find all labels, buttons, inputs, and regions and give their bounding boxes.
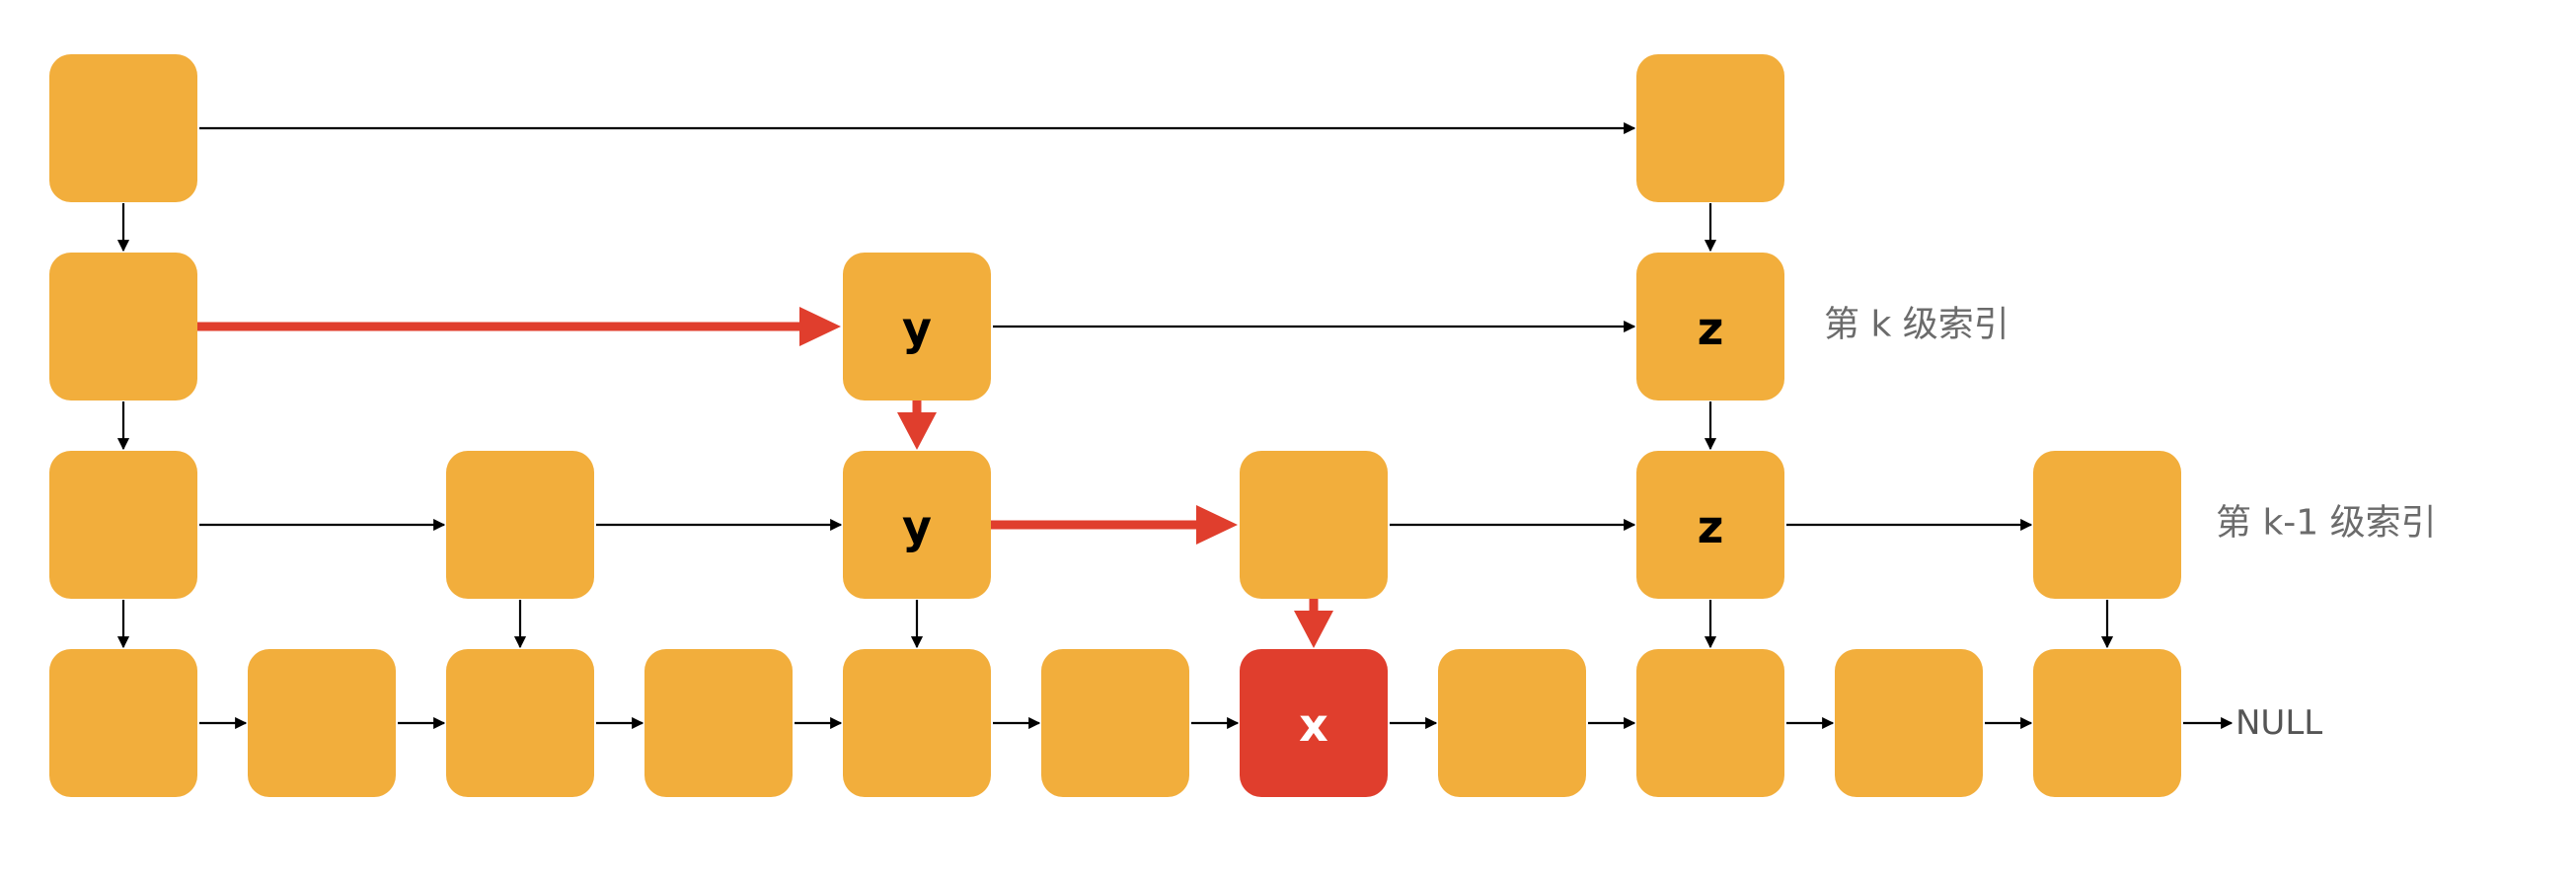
labels-layer: 第 k 级索引 第 k-1 级索引 NULL — [1824, 305, 2437, 744]
search-path-arrowhead — [1294, 611, 1333, 648]
links-layer — [116, 121, 2234, 730]
node-label: z — [1698, 302, 1724, 355]
node-box — [843, 253, 991, 401]
node-box — [1636, 649, 1784, 797]
node-box — [49, 649, 197, 797]
node-index-k-1-col-6 — [1240, 451, 1388, 599]
node-index-k-1-col-8: z — [1636, 451, 1784, 599]
node-top-index-col-0 — [49, 54, 197, 202]
node-box — [2033, 649, 2181, 797]
node-box — [49, 451, 197, 599]
node-index-k-1-col-4: y — [843, 451, 991, 599]
node-box — [1041, 649, 1189, 797]
node-base-list-col-7 — [1438, 649, 1586, 797]
node-index-k-col-4: y — [843, 253, 991, 401]
search-path-arrowhead — [897, 412, 937, 450]
node-box — [843, 649, 991, 797]
node-base-list-col-6: x — [1240, 649, 1388, 797]
node-box — [2033, 451, 2181, 599]
node-box — [1240, 451, 1388, 599]
node-base-list-col-0 — [49, 649, 197, 797]
node-label: x — [1299, 698, 1328, 752]
node-box — [1835, 649, 1983, 797]
level-k-label: 第 k 级索引 — [1824, 305, 2009, 345]
nodes-layer: y z y z x — [49, 54, 2181, 797]
node-base-list-col-8 — [1636, 649, 1784, 797]
node-box — [446, 451, 594, 599]
node-base-list-col-4 — [843, 649, 991, 797]
node-box — [1438, 649, 1586, 797]
node-index-k-1-col-0 — [49, 451, 197, 599]
node-box — [1636, 451, 1784, 599]
search-path-step-4 — [1294, 599, 1333, 648]
node-index-k-1-col-2 — [446, 451, 594, 599]
search-path-layer — [197, 307, 1333, 648]
node-base-list-col-10 — [2033, 649, 2181, 797]
node-index-k-col-0 — [49, 253, 197, 401]
node-base-list-col-1 — [248, 649, 396, 797]
node-top-index-col-8 — [1636, 54, 1784, 202]
node-index-k-1-col-10 — [2033, 451, 2181, 599]
node-box — [1636, 253, 1784, 401]
node-box — [1636, 54, 1784, 202]
node-base-list-col-5 — [1041, 649, 1189, 797]
search-path-step-2 — [897, 401, 937, 450]
node-box — [248, 649, 396, 797]
node-base-list-col-3 — [644, 649, 793, 797]
node-box — [644, 649, 793, 797]
search-path-arrowhead — [1196, 505, 1238, 545]
node-box — [446, 649, 594, 797]
node-label: y — [902, 500, 932, 553]
search-path-arrowhead — [799, 307, 841, 346]
search-path-step-3 — [991, 505, 1238, 545]
node-box — [49, 54, 197, 202]
node-label: z — [1698, 500, 1724, 553]
node-box — [49, 253, 197, 401]
search-path-step-1 — [197, 307, 841, 346]
target-node-box — [1240, 649, 1388, 797]
null-terminator-label: NULL — [2235, 703, 2322, 743]
node-base-list-col-2 — [446, 649, 594, 797]
level-k-1-label: 第 k-1 级索引 — [2216, 503, 2437, 544]
node-label: y — [902, 302, 932, 355]
node-index-k-col-8: z — [1636, 253, 1784, 401]
node-box — [843, 451, 991, 599]
node-base-list-col-9 — [1835, 649, 1983, 797]
